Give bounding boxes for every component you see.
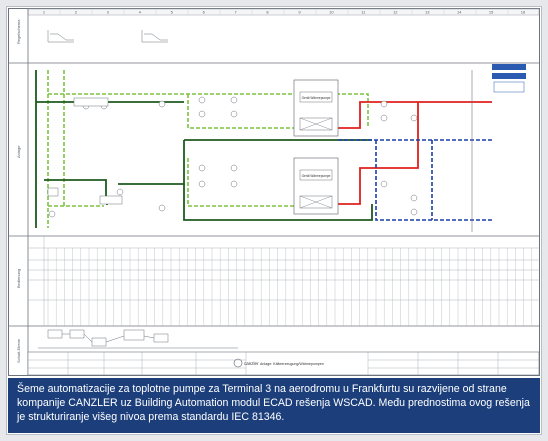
heat-pump-1-label: Gerät Wärmepumpe [302, 96, 331, 100]
column-number: 7 [234, 10, 237, 15]
legend-boxes [492, 64, 526, 93]
heat-pump-unit-2: Gerät Wärmepumpe [293, 157, 339, 215]
column-number: 15 [489, 10, 494, 15]
canzler-logo-text: canzler [244, 361, 259, 366]
column-number: 11 [361, 10, 366, 15]
image-caption: Šeme automatizacije za toplotne pumpe za… [8, 378, 540, 433]
heat-pump-2-label: Gerät Wärmepumpe [302, 174, 331, 178]
column-number: 16 [521, 10, 526, 15]
equipment-boxes [47, 97, 123, 205]
zone-label-anlage: Anlage [16, 145, 21, 158]
column-number: 1 [43, 10, 46, 15]
column-number: 4 [139, 10, 142, 15]
legend-box-3 [493, 81, 525, 93]
zone-label-schalt: Schalt-Ebene [16, 338, 21, 363]
logic-blocks [38, 329, 238, 349]
zone-label-regelschema: Regelschema [16, 19, 21, 44]
column-number: 10 [329, 10, 334, 15]
legend-box-2 [492, 73, 526, 79]
io-table-grid [28, 236, 539, 326]
sensors [48, 96, 418, 218]
column-number: 6 [203, 10, 206, 15]
column-number: 8 [266, 10, 269, 15]
sheet-border [8, 8, 540, 376]
column-number: 5 [171, 10, 174, 15]
title-block-project: Anlage: Kälteerzeugung/Wärmepumpen [260, 362, 324, 366]
title-block: canzler Anlage: Kälteerzeugung/Wärmepump… [27, 351, 540, 376]
caption-text: Šeme automatizacije za toplotne pumpe za… [17, 383, 530, 424]
legend-box-1 [492, 64, 526, 70]
column-number: 14 [457, 10, 462, 15]
column-number: 3 [107, 10, 110, 15]
column-number: 13 [425, 10, 430, 15]
column-number: 12 [393, 10, 398, 15]
control-curve-1 [47, 30, 74, 43]
control-curve-2 [141, 30, 168, 43]
column-header-strip [27, 8, 540, 16]
pipe-blue-dashed [338, 139, 492, 221]
zone-labels: Regelschema Anlage Bedienung Schalt-Eben… [16, 19, 21, 363]
pipe-green-dashed [47, 70, 369, 228]
zone-label-bedienung: Bedienung [16, 269, 21, 288]
heat-pump-unit-1: Gerät Wärmepumpe [293, 79, 339, 137]
io-table-columns [47, 248, 532, 326]
column-gridlines [59, 9, 509, 15]
canzler-logo-icon [233, 358, 243, 368]
pipe-red [338, 101, 492, 205]
column-number: 2 [75, 10, 78, 15]
column-number: 9 [298, 10, 301, 15]
